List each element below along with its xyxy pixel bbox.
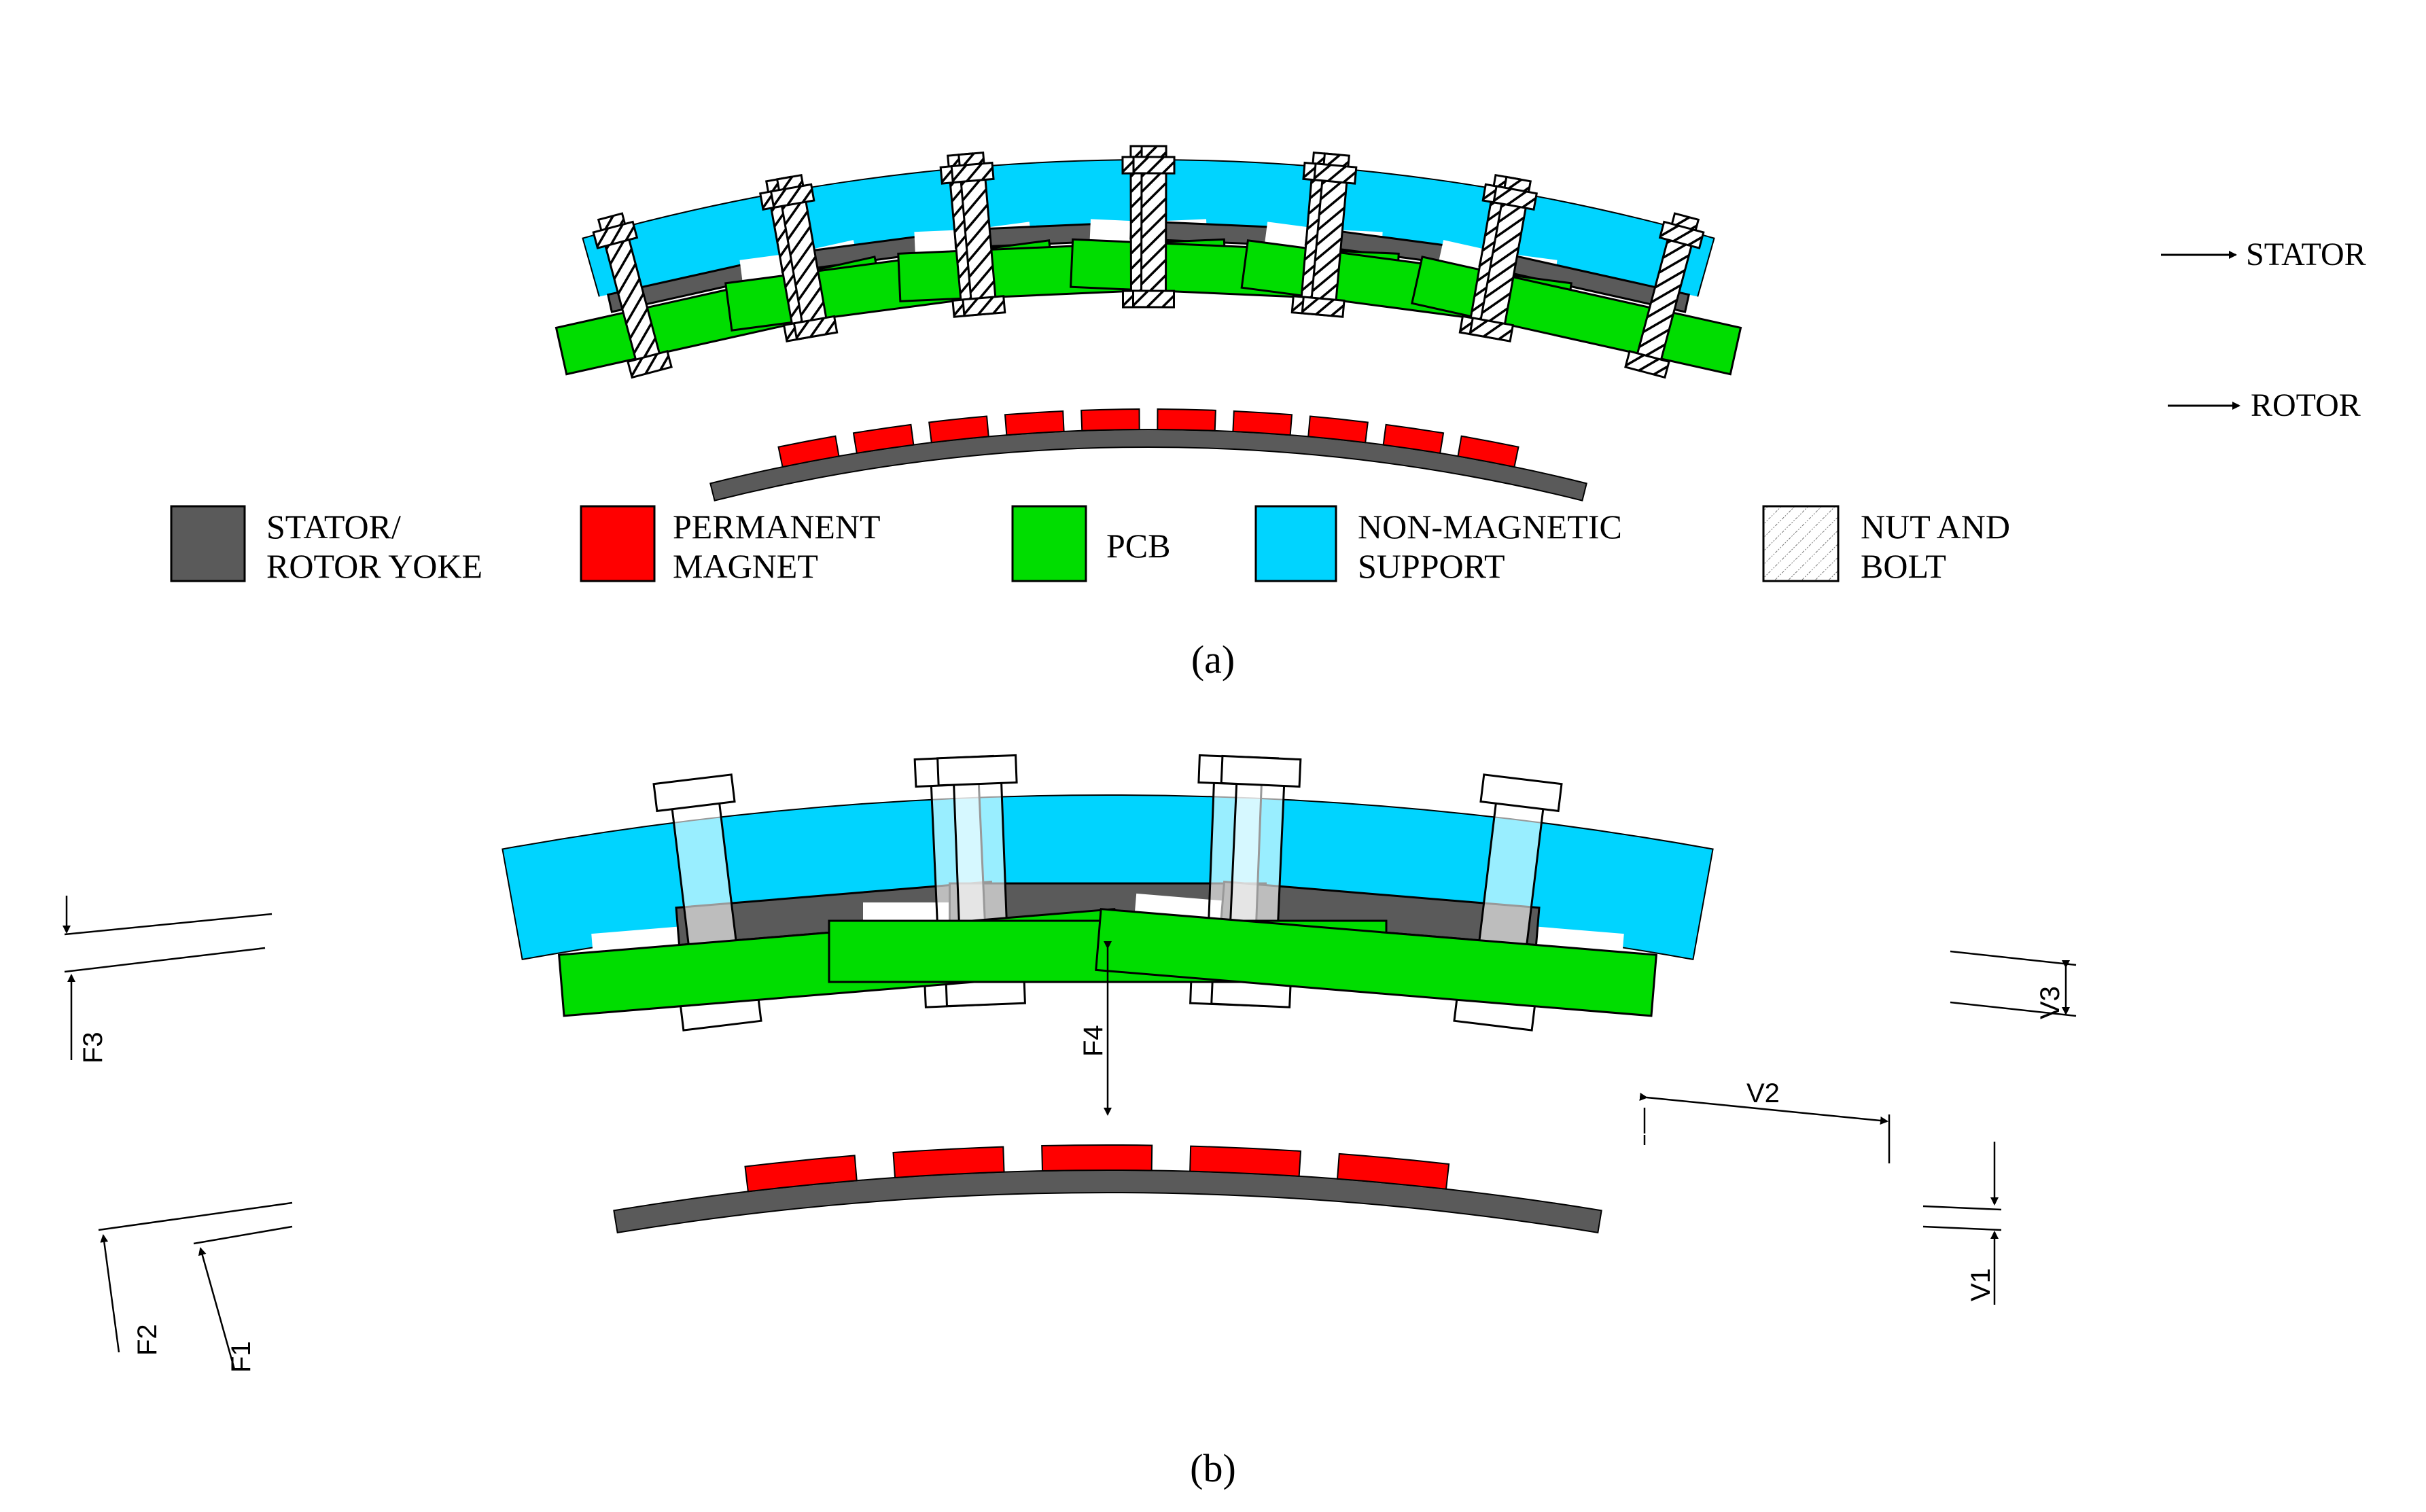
nut-top xyxy=(1479,773,1563,813)
permanent-magnet xyxy=(1189,1145,1302,1177)
legend-swatch-pcb xyxy=(1011,505,1087,582)
stator-label: STATOR xyxy=(2246,236,2366,272)
permanent-magnet xyxy=(892,1146,1005,1179)
a-rotor-group xyxy=(709,408,1587,502)
nut-top xyxy=(936,754,1018,787)
rotor-yoke-arc xyxy=(709,429,1587,502)
pcb-module xyxy=(1095,908,1658,1017)
nut-top xyxy=(1492,185,1538,211)
legend-label-magnet-1: PERMANENT xyxy=(673,508,881,546)
caption-b: (b) xyxy=(1190,1446,1236,1490)
nut-top xyxy=(1313,162,1358,185)
permanent-magnet xyxy=(1232,410,1293,436)
dim-label-f1: F1 xyxy=(226,1341,256,1373)
legend-label-yoke-2: ROTOR YOKE xyxy=(266,547,482,585)
dim-label-v2: V2 xyxy=(1746,1078,1780,1108)
permanent-magnet xyxy=(777,435,840,468)
nut-top xyxy=(652,773,736,813)
nut-bottom xyxy=(1624,349,1670,379)
legend-swatch-support xyxy=(1254,505,1337,582)
permanent-magnet xyxy=(1004,410,1065,436)
dim-label-f4: F4 xyxy=(1078,1025,1108,1057)
stator-label-group: STATOR xyxy=(2161,236,2366,272)
legend-label-bolt-2: BOLT xyxy=(1861,547,1946,585)
nut-bottom xyxy=(962,295,1006,317)
legend-label-pcb: PCB xyxy=(1106,527,1171,565)
permanent-magnet xyxy=(1336,1153,1450,1190)
dimension-labels: F3 F4 F2 F1 V1 V2 V3 xyxy=(78,986,2065,1373)
nut-top xyxy=(1658,220,1705,249)
legend-label-yoke-1: STATOR/ xyxy=(266,508,401,546)
b-rotor-group xyxy=(613,1144,1602,1234)
dim-label-f3: F3 xyxy=(78,1032,108,1063)
nut-top xyxy=(1132,156,1176,175)
legend-swatch-yoke xyxy=(170,505,246,582)
panel-b-dimension-detail xyxy=(502,754,1714,1234)
permanent-magnet xyxy=(852,423,915,455)
dim-label-v3: V3 xyxy=(2035,986,2065,1019)
permanent-magnet xyxy=(1307,415,1369,444)
legend-swatch-bolt xyxy=(1762,505,1840,582)
nut-bottom xyxy=(792,315,839,341)
legend-label-support-1: NON-MAGNETIC xyxy=(1358,508,1622,546)
legend-label-support-2: SUPPORT xyxy=(1358,547,1505,585)
permanent-magnet xyxy=(1041,1144,1153,1172)
rotor-label-group: ROTOR xyxy=(2168,387,2361,423)
permanent-magnet xyxy=(1382,423,1445,455)
nut-top xyxy=(592,220,639,249)
legend-label-bolt-1: NUT AND xyxy=(1861,508,2010,546)
permanent-magnet xyxy=(744,1155,858,1193)
nut-top xyxy=(769,183,815,209)
nut-bottom xyxy=(1131,289,1176,309)
permanent-magnet xyxy=(1080,408,1140,432)
nut-bottom xyxy=(1469,317,1515,342)
legend-swatch-magnet xyxy=(580,505,656,582)
dim-label-v1: V1 xyxy=(1966,1268,1996,1301)
a-bolt-group xyxy=(592,145,1705,379)
rotor-label: ROTOR xyxy=(2251,387,2361,423)
legend-label-magnet-2: MAGNET xyxy=(673,547,818,585)
permanent-magnet xyxy=(928,415,989,444)
dim-label-f2: F2 xyxy=(133,1324,162,1356)
nut-bottom xyxy=(1301,296,1346,318)
permanent-magnet xyxy=(1457,435,1519,468)
nut-top xyxy=(950,161,995,184)
panel-a-machine-section xyxy=(555,145,1742,502)
legend: STATOR/ ROTOR YOKE PERMANENT MAGNET PCB … xyxy=(170,505,2010,585)
nut-top xyxy=(1220,754,1302,788)
nut-bottom xyxy=(627,349,673,379)
caption-a: (a) xyxy=(1191,637,1235,682)
dimension-annotations xyxy=(63,896,2077,1370)
permanent-magnet xyxy=(1157,408,1216,432)
